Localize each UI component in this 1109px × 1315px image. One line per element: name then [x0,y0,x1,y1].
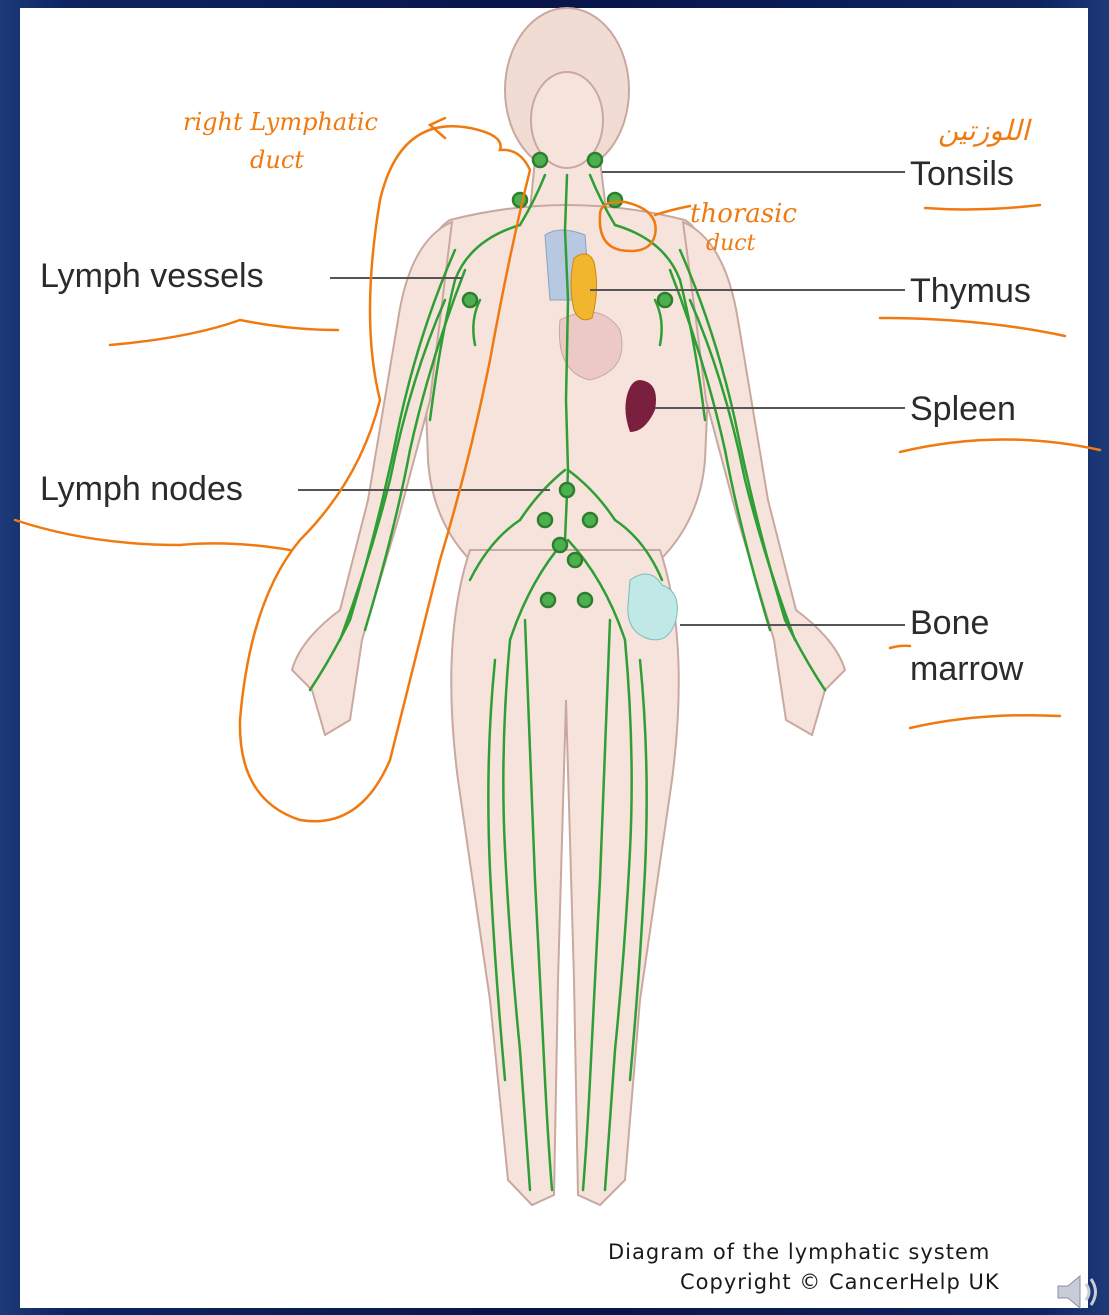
thymus-organ [571,254,597,320]
underline-thymus [880,318,1065,336]
caption-copyright: Copyright © CancerHelp UK [680,1270,1000,1294]
annotation-thoracic-line2: duct [706,231,756,256]
lymph-node [533,153,547,167]
lymph-node [658,293,672,307]
lymph-node [463,293,477,307]
annotation-thoracic-line1: thorasic [690,199,797,229]
underline-bone-marrow-2 [910,715,1060,728]
annotation-arabic: اللوزتين [938,114,1032,147]
lymph-node [568,553,582,567]
underline-lymph-vessels [110,320,338,345]
speaker-icon[interactable] [1052,1272,1102,1312]
lymph-node [553,538,567,552]
label-bone-marrow-line1: Bone [910,604,989,642]
label-thymus: Thymus [910,272,1031,310]
lymph-node [583,513,597,527]
lymph-node [538,513,552,527]
underline-bone-marrow [890,646,910,648]
lymph-node [608,193,622,207]
label-tonsils: Tonsils [910,155,1014,193]
underline-tonsils [925,205,1040,209]
label-spleen: Spleen [910,390,1016,428]
annotation-right-lymphatic-line2: duct [250,146,304,174]
underline-spleen [900,439,1100,452]
lymph-node [588,153,602,167]
lymph-node [578,593,592,607]
lymph-node [541,593,555,607]
underline-lymph-nodes [15,520,290,550]
label-lymph-nodes: Lymph nodes [40,470,243,508]
lymph-node [560,483,574,497]
label-lymph-vessels: Lymph vessels [40,257,264,295]
label-bone-marrow-line2: marrow [910,650,1023,688]
annotation-right-lymphatic-line1: right Lymphatic [183,108,378,136]
caption-title: Diagram of the lymphatic system [608,1240,990,1264]
